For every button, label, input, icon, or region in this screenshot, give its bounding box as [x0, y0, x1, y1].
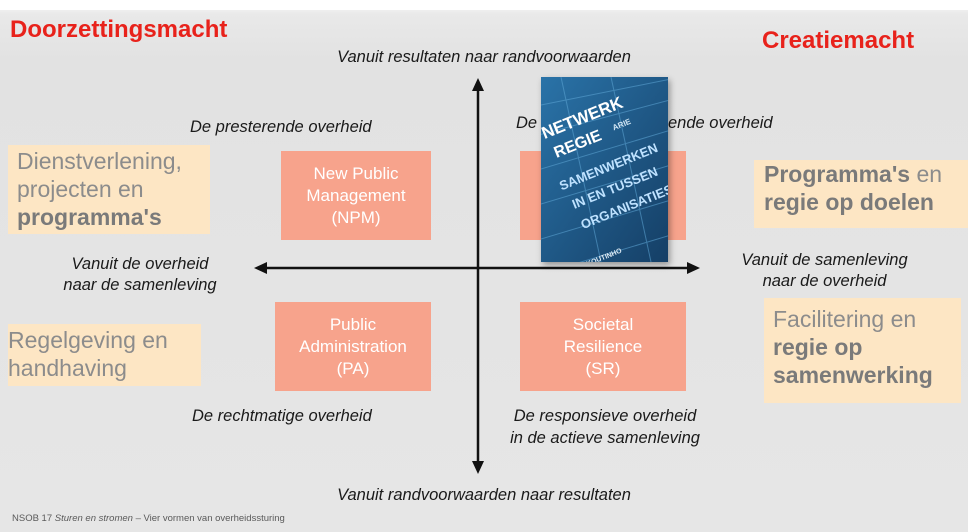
model-sr-line-2: Resilience [563, 336, 643, 356]
model-box-pa: Public Administration (PA) [275, 302, 431, 391]
side-box-regelgeving: Regelgeving en handhaving [8, 324, 201, 386]
side-box-top-left-line-3: programma's [17, 203, 210, 231]
side-box-top-left-bold: programma's [17, 204, 162, 230]
side-box-facilitering: Facilitering en regie op samenwerking [764, 298, 961, 403]
axis-label-right-line-1: Vanuit de samenleving [741, 251, 908, 269]
side-box-top-right-bold: Programma's [764, 161, 911, 187]
book-cover-image: NETWERK REGIE ARIE SAMENWERKEN IN EN TUS… [541, 77, 668, 262]
side-box-bottom-right-line-1: Facilitering en [773, 306, 917, 332]
arrow-down [472, 461, 484, 474]
heading-doorzettingsmacht: Doorzettingsmacht [10, 16, 228, 43]
side-box-bottom-right-line-3: samenwerking [773, 361, 961, 389]
axis-label-left-line-1: Vanuit de overheid [71, 255, 209, 273]
model-box-npm: New Public Management (NPM) [281, 151, 431, 240]
axis-label-left-line-2: naar de samenleving [63, 276, 217, 294]
quadrant-title-bottom-right: De responsieve overheid in de actieve sa… [500, 405, 710, 449]
side-box-top-right-line-1: Programma's en [764, 160, 968, 188]
model-npm-line-3: (NPM) [331, 207, 381, 227]
model-pa-line-2: Administration [299, 336, 407, 356]
footer-number: NSOB 17 [12, 513, 53, 524]
footer-title: Sturen en stromen [54, 513, 133, 524]
side-box-bottom-right-line-2: regie op [773, 333, 961, 361]
side-box-top-left-line-1: Dienstverlening, [17, 148, 182, 174]
arrow-up [472, 78, 484, 91]
model-sr-line-3: (SR) [585, 358, 621, 378]
quadrant-title-top-right-suffix: ende overheid [668, 114, 773, 132]
side-box-bottom-left-line-1: Regelgeving en [8, 327, 168, 353]
side-box-bottom-right-bold-2: samenwerking [773, 362, 933, 388]
side-box-top-right-rest: en [910, 161, 943, 187]
axis-label-bottom: Vanuit randvoorwaarden naar resultaten [337, 486, 631, 504]
side-box-top-left-line-2: projecten en [17, 176, 144, 202]
quadrant-title-bottom-left: De rechtmatige overheid [192, 407, 372, 425]
footer-subtitle: – Vier vormen van overheidssturing [135, 513, 285, 524]
axis-label-top: Vanuit resultaten naar randvoorwaarden [337, 48, 631, 66]
axis-label-left: Vanuit de overheid naar de samenleving [20, 254, 260, 296]
model-box-sr: Societal Resilience (SR) [520, 302, 686, 391]
footer: NSOB 17 Sturen en stromen – Vier vormen … [12, 513, 285, 524]
model-npm-line-1: New Public [313, 163, 399, 183]
quadrant-title-bottom-right-line-2: in de actieve samenleving [510, 429, 700, 447]
quadrant-title-top-left: De presterende overheid [190, 118, 372, 136]
model-pa-line-1: Public [329, 314, 377, 334]
top-strip [0, 0, 968, 10]
arrow-left [254, 262, 267, 274]
model-pa-line-3: (PA) [336, 358, 370, 378]
quadrant-title-bottom-right-line-1: De responsieve overheid [513, 407, 697, 425]
side-box-programmas: Programma's en regie op doelen [754, 160, 968, 228]
axis-label-right: Vanuit de samenleving naar de overheid [702, 250, 947, 292]
side-box-top-right-line-2: regie op doelen [764, 188, 968, 216]
side-box-dienstverlening: Dienstverlening, projecten en programma'… [8, 145, 210, 234]
heading-creatiemacht: Creatiemacht [762, 27, 915, 54]
side-box-top-right-bold-2: regie op doelen [764, 189, 934, 215]
arrow-right [687, 262, 700, 274]
axis-label-right-line-2: naar de overheid [762, 272, 887, 290]
model-sr-line-1: Societal [572, 314, 634, 334]
side-box-bottom-left-line-2: handhaving [8, 355, 127, 381]
quadrant-title-top-right-prefix: De [516, 114, 538, 132]
model-npm-line-2: Management [306, 185, 406, 205]
side-box-bottom-right-bold-1: regie op [773, 334, 863, 360]
